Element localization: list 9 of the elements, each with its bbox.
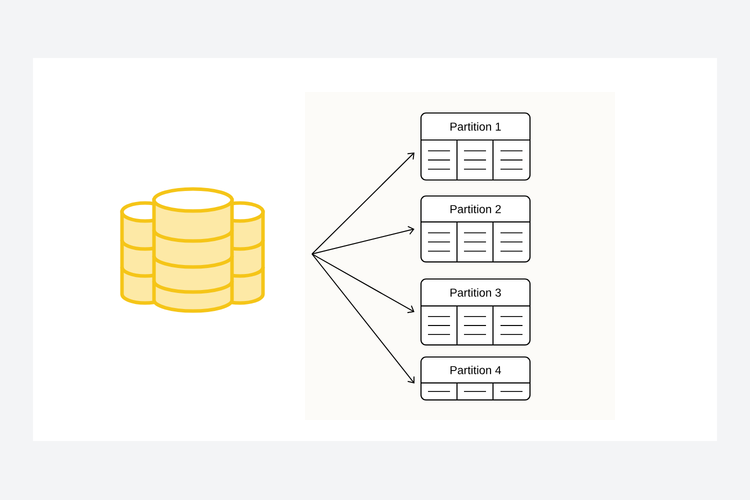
arrow: [312, 254, 414, 384]
partition-table: Partition 1: [420, 112, 531, 181]
arrow: [312, 152, 414, 254]
arrow: [312, 226, 414, 254]
database-drawing: [120, 187, 265, 313]
partition-table: Partition 4: [420, 356, 531, 401]
partition-table: Partition 2: [420, 195, 531, 263]
arrow: [312, 254, 414, 314]
partition-table: Partition 3: [420, 278, 531, 346]
